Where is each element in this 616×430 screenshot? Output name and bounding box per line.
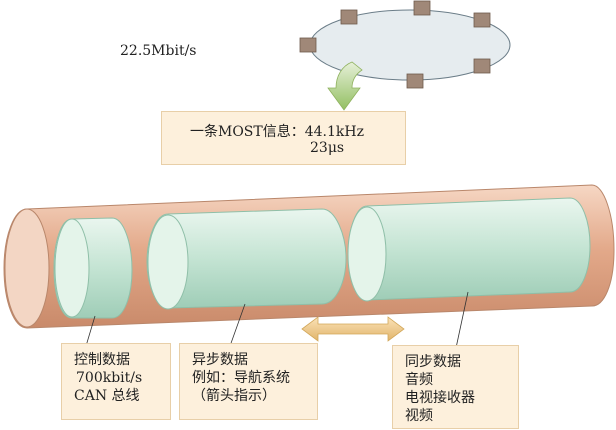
- control-bus: CAN 总线: [74, 388, 140, 404]
- sync-tv: 电视接收器: [405, 390, 475, 406]
- ring-nodes: [299, 0, 491, 89]
- sync-audio: 音频: [405, 372, 433, 388]
- ring-node: [406, 73, 424, 89]
- most-info-box: 一条MOST信息：44.1kHz 23μs: [161, 111, 406, 165]
- ring-node: [299, 37, 317, 53]
- control-rate: 700kbit/s: [76, 370, 143, 386]
- chamber-control-end: [54, 218, 90, 318]
- sync-video: 视频: [405, 408, 433, 424]
- async-note: （箭头指示）: [192, 388, 276, 404]
- ring-node: [413, 0, 431, 16]
- sync-title: 同步数据: [405, 354, 461, 370]
- info-line-1: 一条MOST信息：44.1kHz: [190, 124, 364, 140]
- control-title: 控制数据: [74, 352, 130, 368]
- bit-rate-label: 22.5Mbit/s: [120, 43, 197, 59]
- ring-to-info-arrow: [327, 61, 363, 111]
- control-data-box: 控制数据 700kbit/s CAN 总线: [61, 343, 171, 420]
- async-data-box: 异步数据 例如：导航系统 （箭头指示）: [179, 343, 318, 420]
- leader-async: [229, 303, 246, 347]
- ring-node: [473, 58, 491, 74]
- leader-control: [85, 315, 96, 347]
- double-arrow: [301, 316, 405, 342]
- async-title: 异步数据: [192, 352, 248, 368]
- sync-data-box: 同步数据 音频 电视接收器 视频: [392, 345, 519, 429]
- chamber-async: [146, 208, 347, 309]
- info-line-2: 23μs: [310, 140, 345, 156]
- async-example: 例如：导航系统: [192, 370, 290, 386]
- chamber-async-end: [147, 214, 189, 310]
- ring-node: [473, 12, 491, 28]
- chamber-sync-end: [347, 206, 387, 302]
- leader-sync: [455, 291, 469, 349]
- pipe-left-end: [4, 208, 50, 328]
- ring-node: [340, 9, 358, 25]
